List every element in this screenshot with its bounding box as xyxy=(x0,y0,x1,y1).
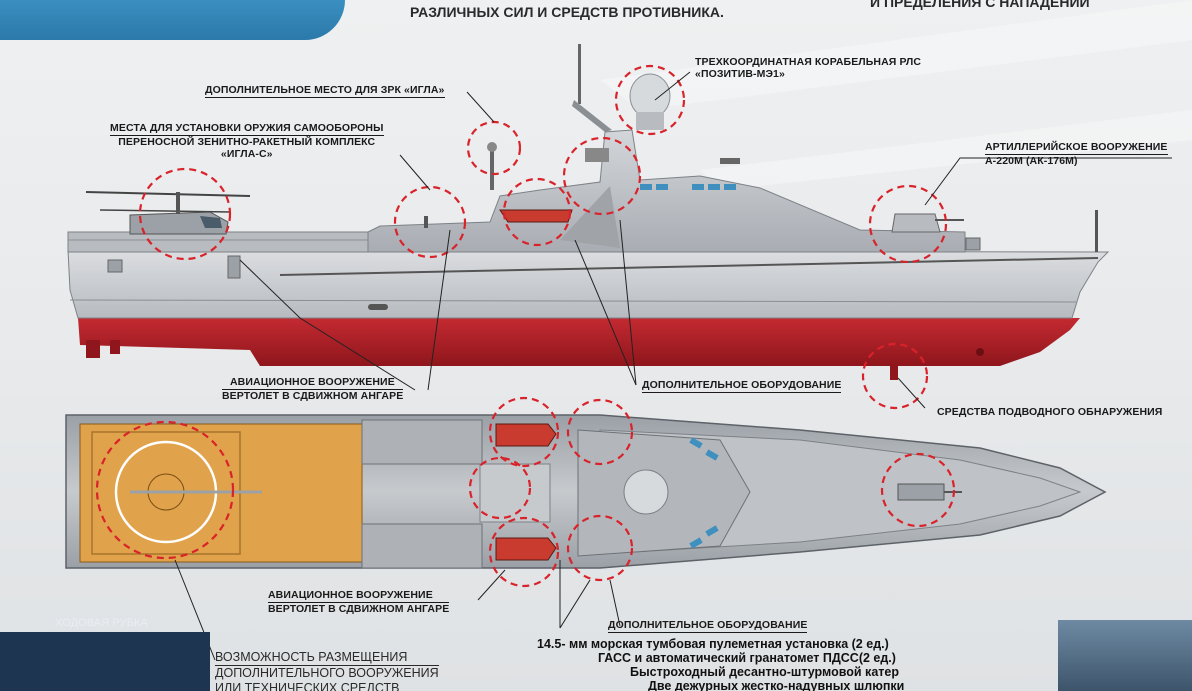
label-possibility: ВОЗМОЖНОСТЬ РАЗМЕЩЕНИЯ ДОПОЛНИТЕЛЬНОГО В… xyxy=(215,650,439,691)
bottom-list-item-2: ГАСС и автоматический гранатомет ПДСС(2 … xyxy=(598,651,896,665)
hull-red-underwater xyxy=(78,318,1080,366)
superstructure-side xyxy=(367,129,966,253)
label-artillery: АРТИЛЛЕРИЙСКОЕ ВООРУЖЕНИЕ А-220М (АК-176… xyxy=(985,141,1168,168)
gun-turret-side xyxy=(891,213,941,233)
blue-corner-tab xyxy=(0,0,345,40)
label-igla-extra: ДОПОЛНИТЕЛЬНОЕ МЕСТО ДЛЯ ЗРК «ИГЛА» xyxy=(205,84,445,99)
launcher-photo-panel xyxy=(1058,620,1192,691)
bottom-list-item-3: Быстроходный десантно-штурмовой катер xyxy=(630,665,899,679)
label-aviation-bottom: АВИАЦИОННОЕ ВООРУЖЕНИЕ ВЕРТОЛЕТ В СДВИЖН… xyxy=(268,589,450,616)
label-extra-equipment-bottom: ДОПОЛНИТЕЛЬНОЕ ОБОРУДОВАНИЕ xyxy=(608,619,808,634)
background-stripes xyxy=(600,0,1192,190)
label-aviation-top: АВИАЦИОННОЕ ВООРУЖЕНИЕ ВЕРТОЛЕТ В СДВИЖН… xyxy=(222,376,404,403)
label-extra-equipment-top: ДОПОЛНИТЕЛЬНОЕ ОБОРУДОВАНИЕ xyxy=(642,379,842,394)
label-underwater-detection: СРЕДСТВА ПОДВОДНОГО ОБНАРУЖЕНИЯ xyxy=(937,406,1163,418)
bottom-list-item-4: Две дежурных жестко-надувных шлюпки xyxy=(648,679,905,691)
helicopter-side xyxy=(85,191,251,235)
label-radar: ТРЕХКООРДИНАТНАЯ КОРАБЕЛЬНАЯ РЛС «ПОЗИТИ… xyxy=(695,56,922,81)
header-top-center: РАЗЛИЧНЫХ СИЛ И СРЕДСТВ ПРОТИВНИКА. xyxy=(410,4,724,20)
label-bridge: ХОДОВАЯ РУБКА xyxy=(55,617,148,629)
label-self-defense: МЕСТА ДЛЯ УСТАНОВКИ ОРУЖИЯ САМООБОРОНЫ П… xyxy=(110,122,384,161)
bottom-list-item-1: 14.5- мм морская тумбовая пулеметная уст… xyxy=(537,637,889,651)
highlight-circles-top xyxy=(95,396,956,588)
header-top-right: И ПРЕДЕЛЕНИЯ С НАПАДЕНИЙ xyxy=(870,0,1090,10)
bridge-photo-panel xyxy=(0,632,210,691)
